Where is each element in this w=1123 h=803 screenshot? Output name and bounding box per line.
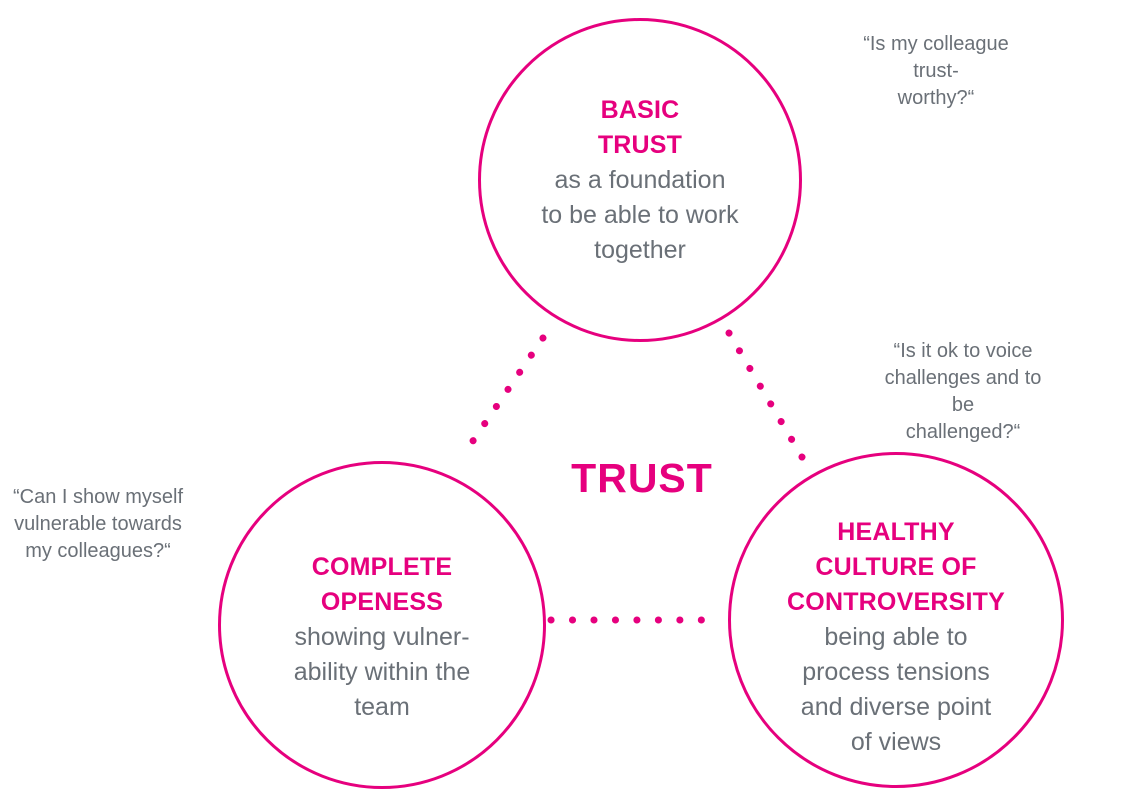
circle-description: showing vulner- ability within the team [293,622,471,721]
circle-basic-trust: BASIC TRUST as a foundation to be able t… [478,18,802,342]
connector-top-to-right [725,329,816,478]
circle-title: COMPLETE OPENESS [311,552,453,616]
circle-healthy-culture-of-controversity: HEALTHY CULTURE OF CONTROVERSITY being a… [728,452,1064,788]
quote-challenges: “Is it ok to voice challenges and to be … [884,340,1042,443]
quote-trustworthy: “Is my colleague trust- worthy?“ [863,33,1009,109]
circle-title: BASIC TRUST [597,95,683,159]
center-label-trust: TRUST [571,455,713,501]
quote-vulnerable: “Can I show myself vulnerable towards my… [12,486,184,562]
circle-title: HEALTHY CULTURE OF CONTROVERSITY [787,517,1005,616]
circle-complete-openess: COMPLETE OPENESS showing vulner- ability… [218,461,546,789]
circle-description: being able to process tensions and diver… [800,622,992,756]
circle-description: as a foundation to be able to work toget… [541,165,739,264]
connector-top-to-left [458,334,547,461]
